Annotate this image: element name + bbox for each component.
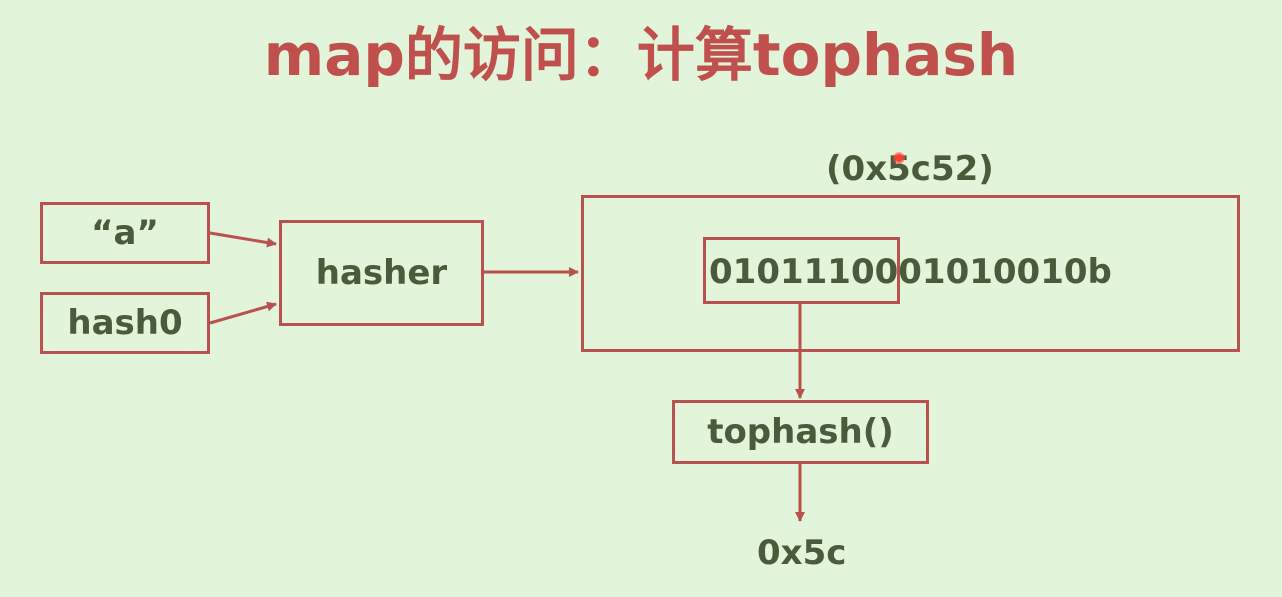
slide-title: map的访问：计算tophash [263,21,1019,89]
tophash-func-label: tophash() [707,412,894,452]
hash-hex-label: (0x5c52) [826,149,994,189]
seed-label: hash0 [67,303,183,343]
hash-result-box [581,195,1240,352]
seed-box: hash0 [40,292,210,354]
key-label: “a” [91,213,159,253]
hasher-box: hasher [279,220,484,326]
arrow-seed-to-hasher [209,301,277,325]
arrow-key-to-hasher [209,231,277,248]
hash-bits-label: 0101110001010010b [709,252,1112,292]
hasher-label: hasher [315,253,448,293]
tophash-result-label: 0x5c [757,533,847,573]
tophash-func-box: tophash() [672,400,929,464]
key-box: “a” [40,202,210,264]
pointer-dot-icon [893,152,905,164]
top-bits-highlight [703,237,900,304]
